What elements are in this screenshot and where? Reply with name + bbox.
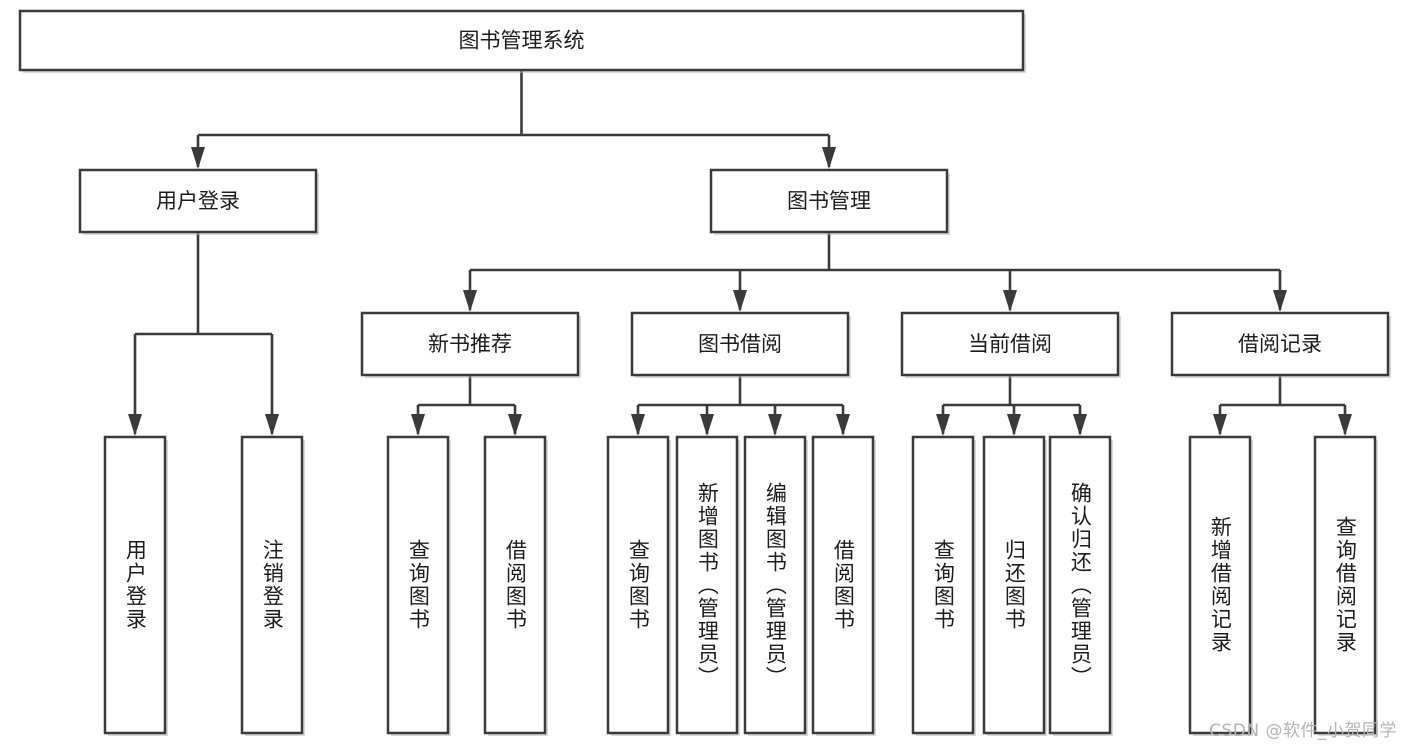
node-label-level3-3: 借阅记录 — [1238, 332, 1322, 356]
arrow-head-icon — [700, 414, 714, 436]
node-box-level3-1[interactable] — [630, 311, 850, 377]
arrow-head-icon — [128, 414, 142, 436]
node-box-leaf-10[interactable] — [1048, 435, 1112, 735]
node-box-leaf-3[interactable] — [483, 435, 547, 735]
node-label-level3-1: 图书借阅 — [698, 332, 782, 356]
arrow-head-icon — [733, 290, 747, 312]
node-box-leaf-12[interactable] — [1313, 435, 1377, 735]
arrow-head-icon — [1007, 414, 1021, 436]
node-box-level2-0[interactable] — [78, 168, 318, 234]
node-label-level2-0: 用户登录 — [156, 189, 240, 213]
arrow-head-icon — [463, 290, 477, 312]
node-box-level3-0[interactable] — [360, 311, 580, 377]
arrow-head-icon — [1003, 290, 1017, 312]
node-box-leaf-0[interactable] — [103, 435, 167, 735]
node-label-level2-1: 图书管理 — [787, 189, 871, 213]
node-box-root[interactable] — [18, 9, 1025, 72]
arrow-head-icon — [1338, 414, 1352, 436]
arrow-head-icon — [411, 414, 425, 436]
arrow-head-icon — [631, 414, 645, 436]
node-box-level2-1[interactable] — [709, 168, 949, 234]
arrow-head-icon — [1213, 414, 1227, 436]
node-box-leaf-8[interactable] — [911, 435, 975, 735]
arrow-head-icon — [768, 414, 782, 436]
arrow-head-icon — [508, 414, 522, 436]
node-box-level3-2[interactable] — [900, 311, 1120, 377]
node-label-root: 图书管理系统 — [459, 29, 585, 53]
arrow-head-icon — [822, 147, 836, 169]
node-box-leaf-4[interactable] — [606, 435, 670, 735]
node-box-leaf-1[interactable] — [240, 435, 304, 735]
arrow-head-icon — [265, 414, 279, 436]
node-label-level3-2: 当前借阅 — [968, 332, 1052, 356]
node-box-leaf-7[interactable] — [811, 435, 875, 735]
box-layer — [18, 9, 1391, 736]
node-box-leaf-6[interactable] — [743, 435, 807, 735]
arrow-head-icon — [936, 414, 950, 436]
watermark-credit: CSDN @软件_小贺同学 — [1209, 721, 1397, 741]
arrow-head-icon — [191, 147, 205, 169]
connector-layer — [128, 70, 1352, 436]
arrow-head-icon — [1073, 414, 1087, 436]
node-box-level3-3[interactable] — [1170, 311, 1390, 377]
node-box-leaf-9[interactable] — [982, 435, 1046, 735]
node-box-leaf-2[interactable] — [386, 435, 450, 735]
node-box-leaf-5[interactable] — [675, 435, 739, 735]
node-label-level3-0: 新书推荐 — [428, 332, 512, 356]
arrow-head-icon — [1273, 290, 1287, 312]
arrow-head-icon — [836, 414, 850, 436]
node-box-leaf-11[interactable] — [1188, 435, 1252, 735]
